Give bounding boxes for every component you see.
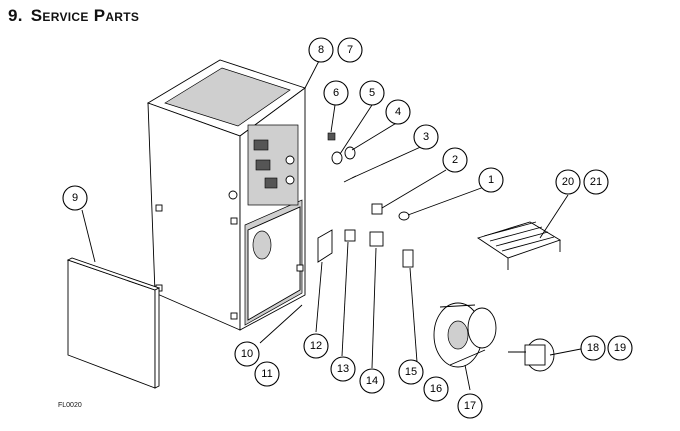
callout-circle bbox=[607, 335, 633, 361]
callout-circle bbox=[308, 37, 334, 63]
figure-code: FL0020 bbox=[58, 402, 82, 409]
callout-circle bbox=[457, 393, 483, 419]
access-panel bbox=[67, 259, 156, 389]
callout-circle bbox=[359, 368, 385, 394]
callout-13: 13 bbox=[330, 356, 356, 382]
callout-2: 2 bbox=[442, 147, 468, 173]
callout-16: 16 bbox=[423, 376, 449, 402]
callout-label: 1 bbox=[488, 174, 494, 186]
callout-label: 5 bbox=[369, 87, 375, 99]
callout-circle bbox=[254, 361, 280, 387]
part-2 bbox=[371, 203, 383, 215]
callout-circle bbox=[583, 169, 609, 195]
callout-4: 4 bbox=[385, 99, 411, 125]
callout-label: 13 bbox=[337, 363, 349, 375]
callout-label: 12 bbox=[310, 340, 322, 352]
callout-circle bbox=[62, 185, 88, 211]
blower-wheel bbox=[433, 302, 497, 368]
callout-label: 15 bbox=[405, 366, 417, 378]
callout-circle bbox=[385, 99, 411, 125]
cabinet-illustration bbox=[146, 59, 306, 331]
callout-circle bbox=[398, 359, 424, 385]
callout-label: 14 bbox=[366, 375, 378, 387]
callout-circle bbox=[330, 356, 356, 382]
callout-11: 11 bbox=[254, 361, 280, 387]
callout-label: 21 bbox=[590, 176, 602, 188]
callout-label: 4 bbox=[395, 106, 401, 118]
callout-7: 7 bbox=[337, 37, 363, 63]
callout-9: 9 bbox=[62, 185, 88, 211]
part-5 bbox=[331, 151, 343, 165]
callout-label: 19 bbox=[614, 342, 626, 354]
callout-circle bbox=[234, 341, 260, 367]
part-13 bbox=[344, 229, 356, 242]
callout-circle bbox=[359, 80, 385, 106]
callout-circle bbox=[555, 169, 581, 195]
callout-label: 8 bbox=[318, 44, 324, 56]
callout-15: 15 bbox=[398, 359, 424, 385]
callout-5: 5 bbox=[359, 80, 385, 106]
section-heading: 9. Service Parts bbox=[8, 6, 139, 26]
callout-label: 2 bbox=[452, 154, 458, 166]
callout-3: 3 bbox=[413, 124, 439, 150]
callout-14: 14 bbox=[359, 368, 385, 394]
callout-label: 17 bbox=[464, 400, 476, 412]
callout-label: 11 bbox=[261, 368, 272, 380]
section-title: Service Parts bbox=[30, 6, 140, 25]
callout-8: 8 bbox=[308, 37, 334, 63]
callout-6: 6 bbox=[323, 80, 349, 106]
part-12 bbox=[317, 229, 333, 263]
callout-21: 21 bbox=[583, 169, 609, 195]
callout-circle bbox=[478, 167, 504, 193]
callout-10: 10 bbox=[234, 341, 260, 367]
callout-label: 20 bbox=[562, 176, 574, 188]
part-15 bbox=[402, 249, 414, 268]
blower-motor bbox=[508, 338, 555, 372]
callout-label: 9 bbox=[72, 192, 78, 204]
callout-label: 18 bbox=[587, 342, 599, 354]
part-6 bbox=[327, 132, 336, 141]
callout-circle bbox=[323, 80, 349, 106]
callout-label: 16 bbox=[430, 383, 442, 395]
callout-circle bbox=[303, 333, 329, 359]
callout-12: 12 bbox=[303, 333, 329, 359]
callout-label: 10 bbox=[241, 348, 253, 360]
callout-circle bbox=[337, 37, 363, 63]
callout-1: 1 bbox=[478, 167, 504, 193]
callout-circle bbox=[423, 376, 449, 402]
part-14 bbox=[369, 231, 384, 247]
callout-18: 18 bbox=[580, 335, 606, 361]
callout-label: 7 bbox=[347, 44, 353, 56]
callout-label: 3 bbox=[423, 131, 429, 143]
heater-element bbox=[476, 221, 562, 270]
callout-circle bbox=[580, 335, 606, 361]
callout-19: 19 bbox=[607, 335, 633, 361]
part-1 bbox=[398, 211, 410, 221]
callout-17: 17 bbox=[457, 393, 483, 419]
callout-20: 20 bbox=[555, 169, 581, 195]
callout-circle bbox=[442, 147, 468, 173]
callout-circle bbox=[413, 124, 439, 150]
callout-label: 6 bbox=[333, 87, 339, 99]
section-number: 9. bbox=[8, 6, 23, 25]
